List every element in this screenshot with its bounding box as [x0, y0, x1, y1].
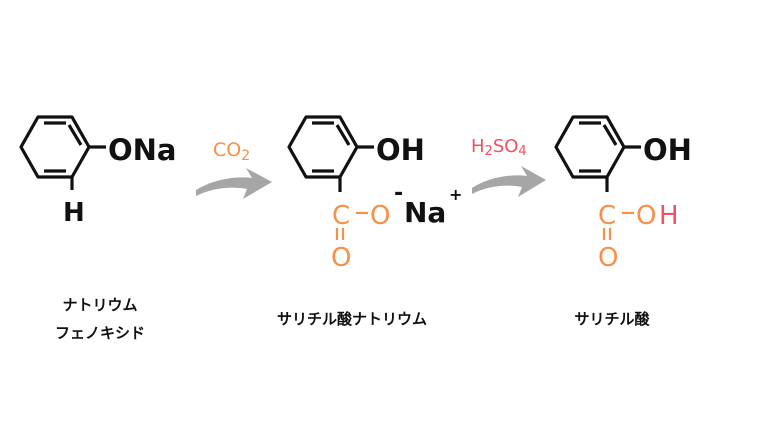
- carbonyl-oxygen: O: [331, 243, 351, 273]
- sodium-salicylate-structure: OH C O - Na + O: [287, 115, 462, 273]
- sodium-ion: Na: [404, 196, 446, 229]
- carbon-atom: C: [332, 201, 350, 231]
- negative-charge: -: [394, 181, 403, 206]
- reaction-arrow-2: [472, 166, 546, 197]
- co2-reagent: CO2: [213, 139, 250, 164]
- oxygen-anion: O: [370, 201, 390, 231]
- h2so4-reagent: H2SO4: [471, 136, 527, 159]
- benzene-ring: [19, 115, 91, 179]
- reactant-name-line2: フェノキシド: [55, 324, 145, 342]
- hydroxyl-oxygen: O: [636, 201, 656, 231]
- acidic-hydrogen: H: [659, 201, 679, 231]
- positive-charge: +: [449, 185, 462, 204]
- hydroxyl-group: OH: [376, 133, 425, 167]
- hydrogen-atom: H: [63, 198, 85, 228]
- product-name: サリチル酸: [574, 310, 650, 328]
- ona-group: ONa: [108, 133, 177, 167]
- reactant-name-line1: ナトリウム: [62, 296, 137, 314]
- carbon-atom: C: [598, 201, 616, 231]
- intermediate-name: サリチル酸ナトリウム: [277, 310, 427, 328]
- carbonyl-oxygen: O: [598, 243, 618, 273]
- salicylic-acid-structure: OH C O H O: [554, 115, 692, 273]
- hydroxyl-group: OH: [643, 133, 692, 167]
- sodium-phenoxide-structure: ONa H: [19, 115, 177, 228]
- reaction-arrow-1: [196, 168, 272, 199]
- benzene-ring: [287, 115, 359, 179]
- benzene-ring: [554, 115, 626, 179]
